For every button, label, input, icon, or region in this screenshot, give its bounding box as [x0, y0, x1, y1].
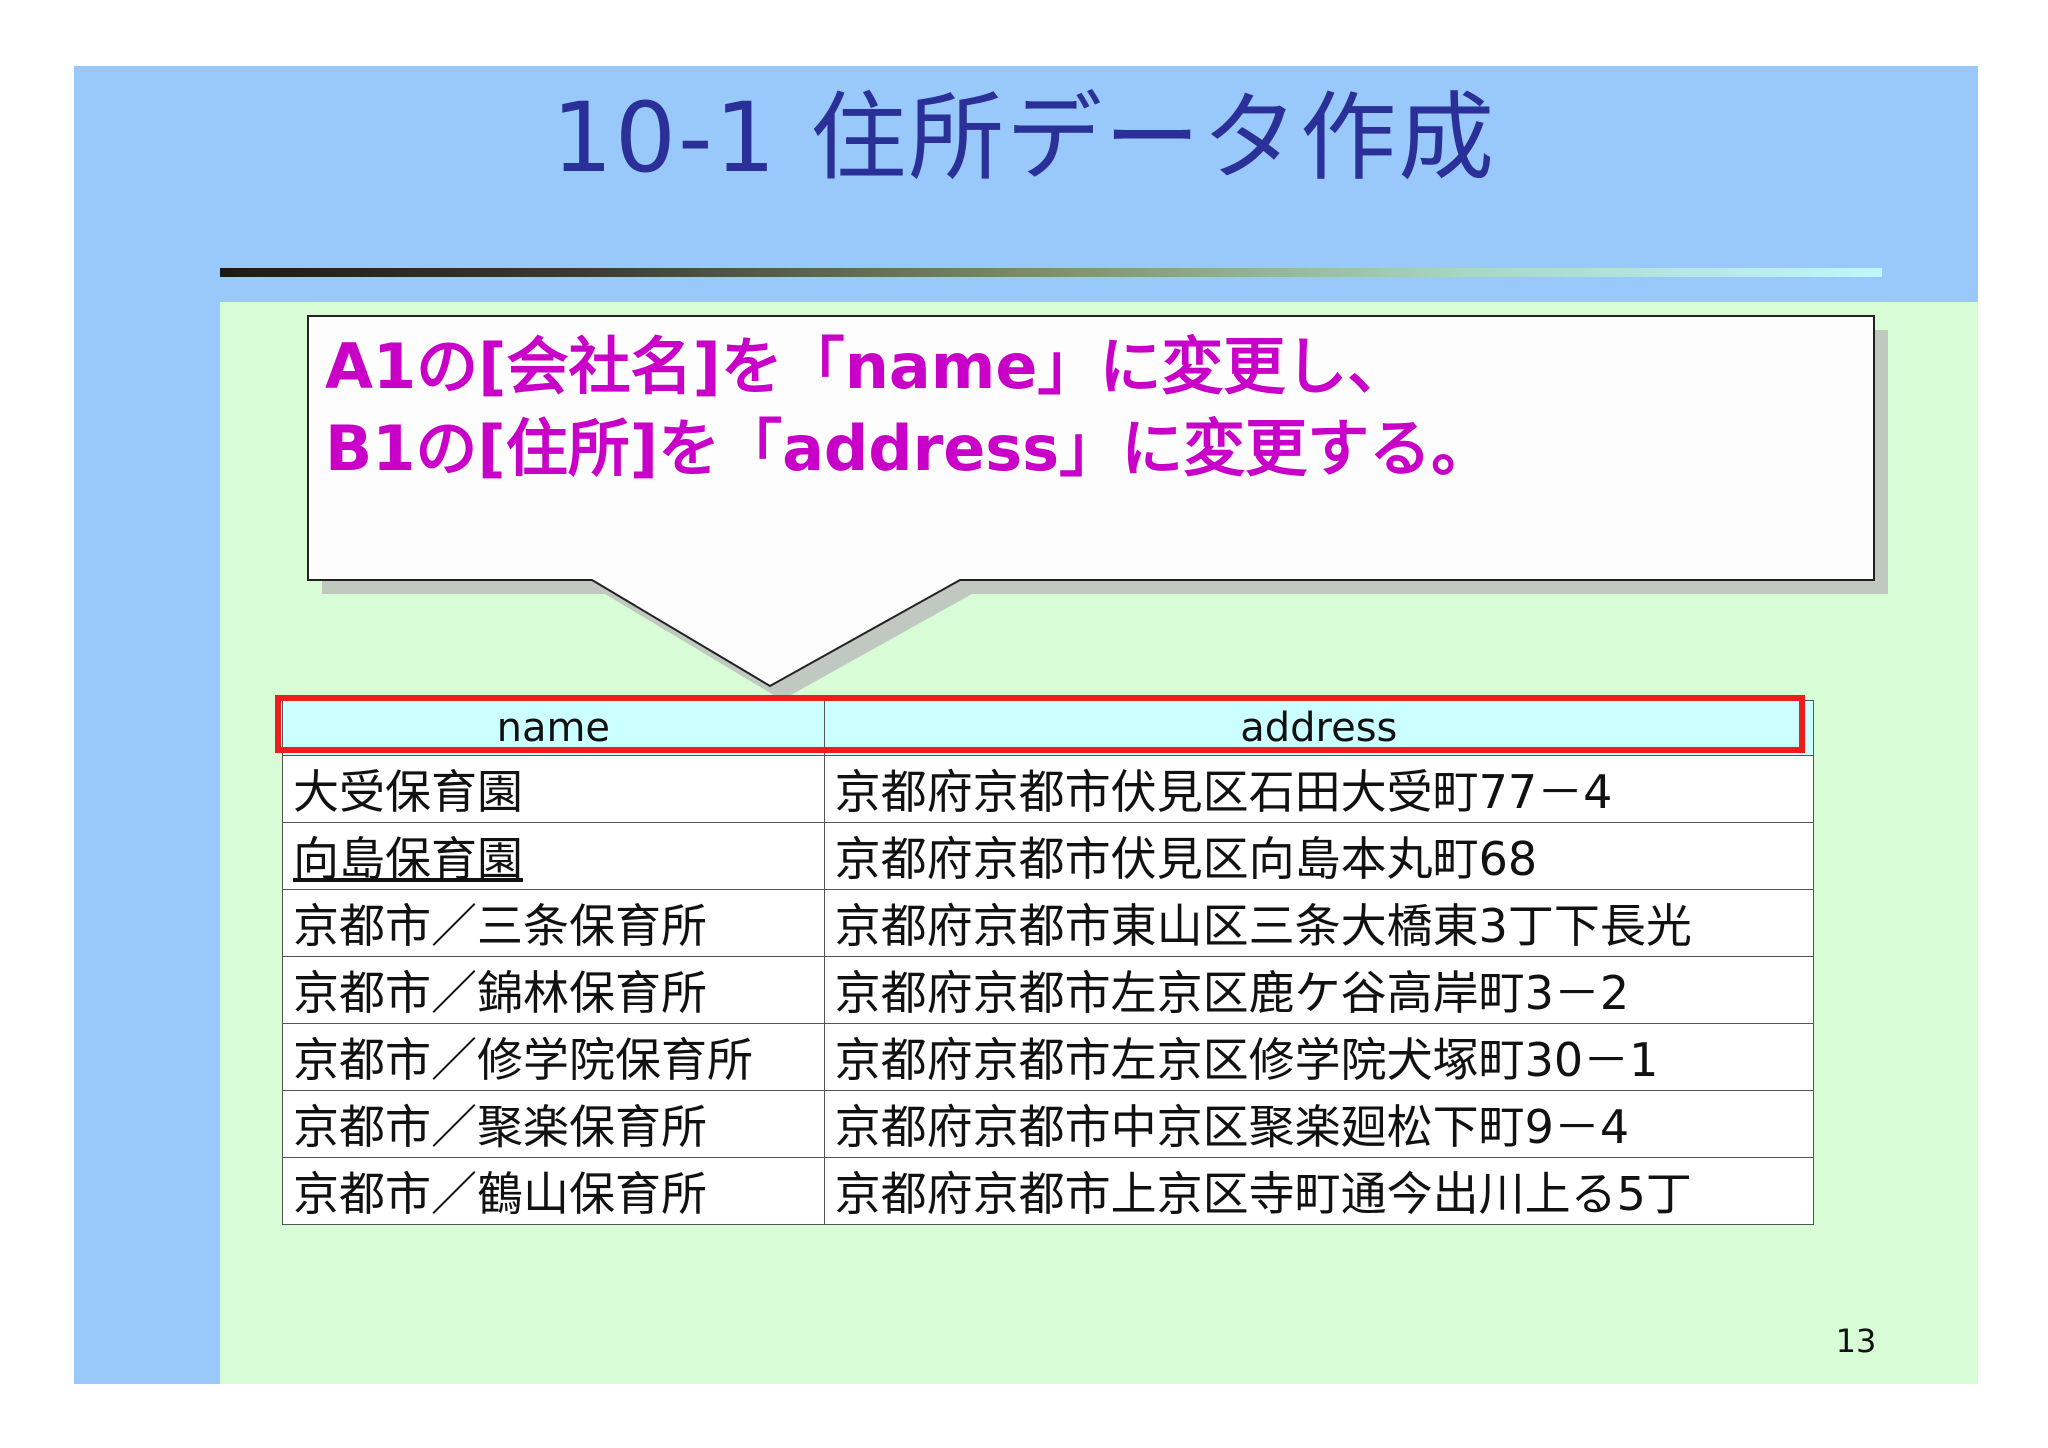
title-underline	[220, 268, 1882, 277]
table-row: 京都市／聚楽保育所 京都府京都市中京区聚楽廻松下町9－4	[282, 1090, 1815, 1158]
cell-address[interactable]: 京都府京都市東山区三条大橋東3丁下長光	[823, 889, 1815, 957]
left-band	[74, 66, 220, 1384]
cell-address[interactable]: 京都府京都市中京区聚楽廻松下町9－4	[823, 1090, 1815, 1158]
table-row: 京都市／三条保育所 京都府京都市東山区三条大橋東3丁下長光	[282, 889, 1815, 957]
table-row: 京都市／錦林保育所 京都府京都市左京区鹿ケ谷高岸町3－2	[282, 956, 1815, 1024]
cell-address[interactable]: 京都府京都市伏見区石田大受町77－4	[823, 755, 1815, 823]
address-table: name address 大受保育園 京都府京都市伏見区石田大受町77－4 向島…	[282, 700, 1815, 1225]
cell-name[interactable]: 京都市／修学院保育所	[282, 1023, 825, 1091]
cell-address[interactable]: 京都府京都市左京区鹿ケ谷高岸町3－2	[823, 956, 1815, 1024]
cell-name[interactable]: 京都市／錦林保育所	[282, 956, 825, 1024]
cell-address[interactable]: 京都府京都市上京区寺町通今出川上る5丁	[823, 1157, 1815, 1225]
table-row: 大受保育園 京都府京都市伏見区石田大受町77－4	[282, 755, 1815, 823]
table-row: 京都市／修学院保育所 京都府京都市左京区修学院犬塚町30－1	[282, 1023, 1815, 1091]
table-header-row: name address	[282, 700, 1815, 756]
cell-name[interactable]: 大受保育園	[282, 755, 825, 823]
cell-name[interactable]: 京都市／鶴山保育所	[282, 1157, 825, 1225]
header-cell-name[interactable]: name	[282, 700, 825, 756]
cell-address[interactable]: 京都府京都市左京区修学院犬塚町30－1	[823, 1023, 1815, 1091]
header-cell-address[interactable]: address	[823, 700, 1815, 756]
cell-name[interactable]: 京都市／三条保育所	[282, 889, 825, 957]
page-number: 13	[1835, 1322, 1877, 1360]
table-row: 京都市／鶴山保育所 京都府京都市上京区寺町通今出川上る5丁	[282, 1157, 1815, 1225]
callout-line-2: B1の[住所]を「address」に変更する。	[325, 412, 1494, 485]
slide-title: 10-1 住所データ作成	[551, 82, 1497, 194]
header-highlight-box	[275, 695, 1805, 753]
cell-name[interactable]: 京都市／聚楽保育所	[282, 1090, 825, 1158]
table-row: 向島保育園 京都府京都市伏見区向島本丸町68	[282, 822, 1815, 890]
top-band	[74, 66, 1978, 302]
callout-line-1: A1の[会社名]を「name」に変更し、	[325, 330, 1410, 403]
cell-name[interactable]: 向島保育園	[282, 822, 825, 890]
cell-address[interactable]: 京都府京都市伏見区向島本丸町68	[823, 822, 1815, 890]
callout-instruction: A1の[会社名]を「name」に変更し、 B1の[住所]を「address」に変…	[325, 326, 1825, 490]
